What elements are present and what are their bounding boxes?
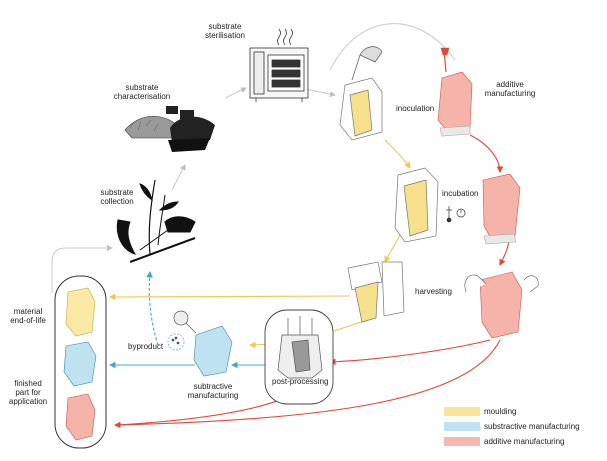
- label-finished-part: finished part for application: [8, 379, 48, 406]
- mould-box-icon: [339, 46, 383, 141]
- label-harvesting: harvesting: [415, 287, 452, 296]
- label-inoculation: inoculation: [396, 104, 435, 113]
- thermometer-icon: [446, 206, 452, 223]
- magnifier-icon: [167, 310, 197, 351]
- label-additive-manufacturing: additive manufacturing: [484, 80, 536, 98]
- legend-item-additive: additive manufacturing: [444, 436, 574, 447]
- arrow-end-of-life-to-collection: [51, 245, 113, 293]
- arrow-sterilisation-to-inoculation: [329, 23, 456, 71]
- timer-icon: [456, 208, 466, 218]
- label-post-processing: post-processing: [272, 377, 329, 386]
- legend-label: additive manufacturing: [484, 437, 565, 446]
- label-incubation: incubation: [442, 189, 479, 198]
- legend-item-subtractive: substractive manufacturing: [444, 421, 580, 432]
- legend-item-moulding: moulding: [444, 406, 574, 417]
- plant-waste-icon: [116, 179, 196, 263]
- legend-swatch: [444, 437, 480, 446]
- legend-swatch: [444, 422, 480, 431]
- mould-box-incubation-icon: [394, 167, 439, 243]
- label-substrate-collection: substrate collection: [100, 188, 134, 206]
- label-material-end-of-life: material end-of-life: [10, 307, 46, 325]
- legend-label: substractive manufacturing: [484, 422, 580, 431]
- additive-part-icon: [437, 47, 523, 339]
- subtractive-part-icon: [193, 325, 233, 377]
- legend-label: moulding: [484, 407, 517, 416]
- label-substrate-sterilisation: substrate sterilisation: [204, 22, 245, 40]
- label-subtractive-manufacturing: subtractive manufacturing: [187, 382, 239, 400]
- press-icon: [264, 309, 334, 405]
- harvest-mould-icon: [347, 261, 405, 323]
- label-substrate-characterisation: substrate characterisation: [113, 83, 171, 101]
- label-byproduct: byproduct: [128, 342, 164, 351]
- hands-icon: [464, 274, 539, 293]
- legend-swatch: [444, 407, 480, 416]
- substrate-pile-icon: [124, 106, 215, 152]
- finished-parts-column: [54, 275, 107, 449]
- arrow-collection-to-characterisation: [171, 164, 186, 191]
- blue-flow-arrows: [108, 270, 265, 369]
- arrow-characterisation-to-sterilisation: [224, 87, 247, 99]
- autoclave-icon: [249, 28, 309, 102]
